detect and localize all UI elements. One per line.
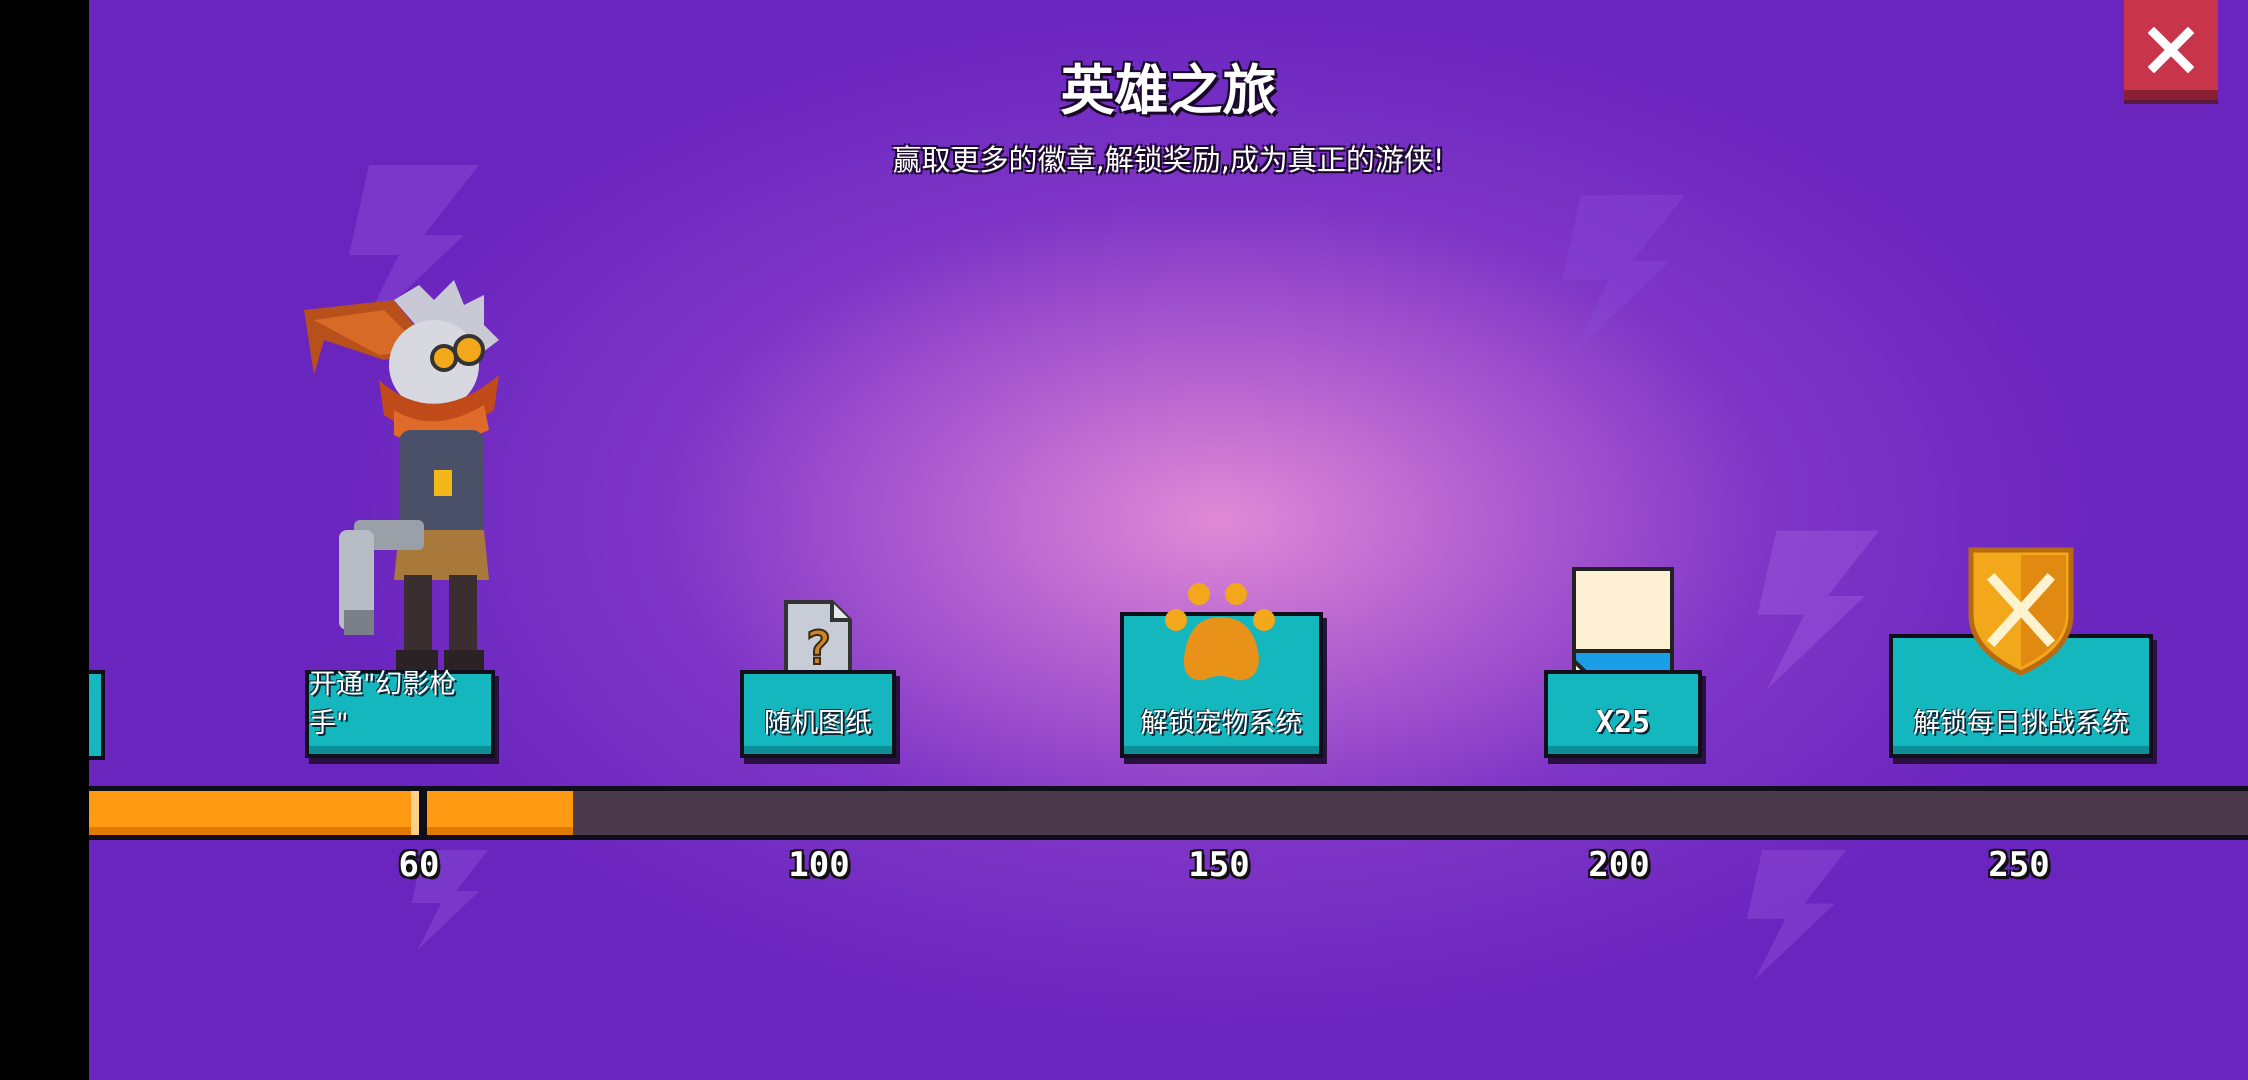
milestone-label-250: 250 <box>1988 845 2050 885</box>
lightning-bolt-icon <box>1746 850 1847 980</box>
lightning-bolt-icon <box>411 850 489 950</box>
milestone-label-150: 150 <box>1188 845 1250 885</box>
reward-plate-hero[interactable]: 开通"幻影枪手" <box>305 669 495 758</box>
hero-journey-screen: 英雄之旅 赢取更多的徽章,解锁奖励,成为真正的游侠! 开通"幻影枪手" ? 随 <box>89 0 2248 1080</box>
progress-bar-fill <box>89 791 573 835</box>
previous-reward-plate <box>89 670 105 760</box>
paw-icon[interactable] <box>1164 582 1279 687</box>
progress-milestone-marker <box>411 791 427 835</box>
left-black-bar <box>0 0 89 1080</box>
lightning-bolt-icon <box>1757 530 1879 690</box>
lightning-bolt-icon <box>1562 195 1685 355</box>
close-icon <box>2148 27 2194 73</box>
svg-text:?: ? <box>804 621 832 675</box>
reward-gems-count: X25 <box>1595 705 1651 740</box>
crossed-swords-shield-icon[interactable] <box>1966 545 2076 675</box>
page-subtitle: 赢取更多的徽章,解锁奖励,成为真正的游侠! <box>892 143 1445 177</box>
close-button[interactable] <box>2124 0 2218 100</box>
page-title: 英雄之旅 <box>1060 59 1277 122</box>
milestone-label-100: 100 <box>788 845 850 885</box>
gem-card-icon[interactable] <box>1571 566 1675 690</box>
hero-gunslinger-icon[interactable] <box>284 280 544 680</box>
milestone-label-60: 60 <box>398 845 440 885</box>
lightning-bolt-icon <box>349 165 479 335</box>
progress-bar <box>89 786 2248 840</box>
reward-plate-blueprint[interactable]: 随机图纸 <box>740 670 896 758</box>
reward-plate-gems[interactable]: X25 <box>1544 670 1702 758</box>
milestone-label-200: 200 <box>1588 845 1650 885</box>
